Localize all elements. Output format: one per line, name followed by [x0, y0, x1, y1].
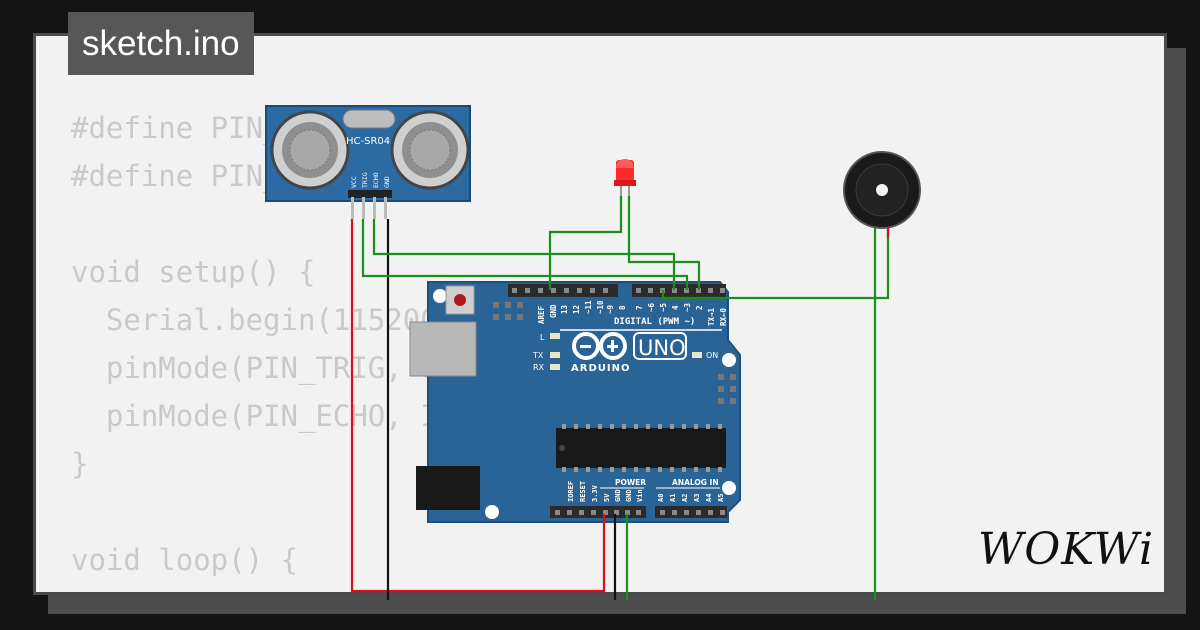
- wires: [350, 196, 890, 600]
- pin-label: GND: [625, 489, 633, 502]
- crystal-oscillator: [342, 109, 396, 129]
- usb-port: [409, 321, 477, 377]
- pin-label: 2: [695, 305, 704, 310]
- sensor-model-label: HC-SR04: [346, 136, 390, 147]
- piezo-buzzer[interactable]: [843, 151, 921, 229]
- pin-label: ~9: [606, 304, 615, 314]
- rx-led: [550, 364, 560, 370]
- pin-label: A1: [669, 494, 677, 502]
- digital-header-high: [508, 284, 618, 297]
- pin-label: TX→1: [707, 307, 716, 326]
- pin-label: RESET: [579, 481, 587, 502]
- wokwi-logo: WOKWi: [978, 524, 1155, 575]
- pin-label: GND: [383, 176, 391, 188]
- power-led: [692, 352, 702, 358]
- l-led: [550, 333, 560, 339]
- uno-model-label: UNO: [638, 336, 686, 360]
- power-header: [550, 506, 646, 518]
- analog-header: [655, 506, 727, 518]
- tx-led: [550, 352, 560, 358]
- pin-label: ~11: [584, 300, 593, 314]
- pin-label: 13: [560, 304, 569, 314]
- arduino-logo-icon: [572, 332, 627, 360]
- tx-label: TX: [532, 351, 544, 360]
- pin-label: ~5: [659, 303, 668, 312]
- arduino-uno-board[interactable]: AREF GND 13 12 ~11 ~10 ~9 8 7 ~6 ~5 4 ~3…: [409, 281, 741, 523]
- digital-header-low: [632, 284, 726, 297]
- power-label: POWER: [615, 478, 646, 487]
- on-label: ON: [706, 351, 718, 360]
- pin-label: GND: [614, 489, 622, 502]
- code-line: void setup() {: [71, 255, 316, 289]
- pin-label: 8: [618, 305, 627, 310]
- arduino-brand-label: ARDUINO: [571, 363, 630, 374]
- atmega-chip: [556, 428, 726, 468]
- pin-label: 7: [635, 305, 644, 310]
- power-jack: [416, 466, 480, 510]
- pin-label: TRIG: [361, 172, 369, 188]
- pin-label: VCC: [350, 176, 358, 188]
- pin-label: 5V: [603, 493, 611, 502]
- pin-label: ~6: [647, 302, 656, 312]
- rx-label: RX: [533, 363, 545, 372]
- digital-label: DIGITAL (PWM ~): [614, 317, 695, 327]
- pin-label: Vin: [636, 489, 644, 502]
- pin-label: A3: [693, 494, 701, 502]
- uno-badge: [633, 332, 687, 360]
- file-tab[interactable]: sketch.ino: [68, 12, 254, 75]
- red-led[interactable]: [614, 159, 636, 196]
- pin-label: A2: [681, 494, 689, 502]
- pin-label: 12: [572, 305, 581, 314]
- pin-label: AREF: [537, 305, 546, 324]
- pin-label: RX←0: [719, 307, 728, 326]
- pin-label: ~10: [596, 300, 605, 314]
- pin-label: 3.3V: [591, 484, 599, 502]
- pin-label: 4: [671, 305, 680, 310]
- pin-label: A5: [717, 494, 725, 502]
- analog-label: ANALOG IN: [672, 478, 719, 487]
- pin-label: GND: [549, 304, 558, 318]
- code-line: void loop() {: [71, 543, 298, 577]
- pin-label: IOREF: [567, 481, 575, 502]
- pin-label: A0: [657, 494, 665, 502]
- hc-sr04-sensor[interactable]: HC-SR04 VCC TRIG ECHO GND: [265, 105, 471, 219]
- pin-label: A4: [705, 494, 713, 502]
- pin-label: ~3: [683, 302, 692, 312]
- code-line: }: [71, 447, 89, 481]
- l-label: L: [540, 333, 545, 342]
- pin-label: ECHO: [372, 172, 380, 188]
